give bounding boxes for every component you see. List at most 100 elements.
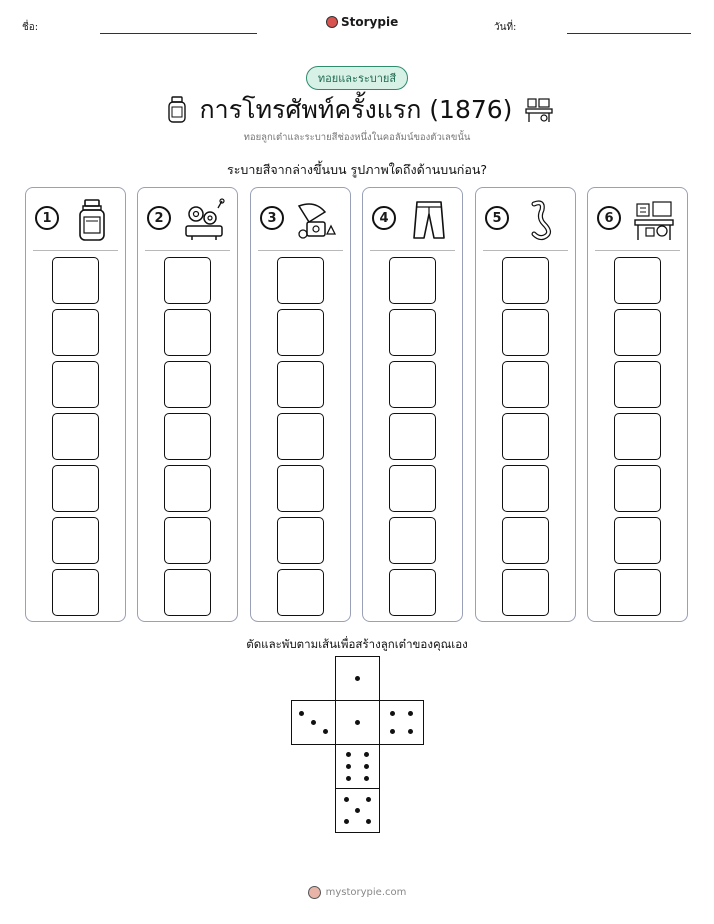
footer-url[interactable]: mystorypie.com xyxy=(325,887,407,898)
color-box[interactable] xyxy=(277,569,324,616)
column-header: 1 xyxy=(26,188,125,251)
column-divider xyxy=(595,250,680,251)
color-box[interactable] xyxy=(164,309,211,356)
color-box[interactable] xyxy=(389,413,436,460)
name-line[interactable] xyxy=(100,33,257,34)
color-box[interactable] xyxy=(389,569,436,616)
column-number: 5 xyxy=(485,206,509,230)
dice-face-1 xyxy=(335,700,380,745)
dice-pip xyxy=(363,764,369,769)
gears-machine-icon xyxy=(185,198,225,240)
color-box[interactable] xyxy=(389,309,436,356)
column-header: 6 xyxy=(588,188,687,251)
color-box[interactable] xyxy=(164,569,211,616)
name-label: ชื่อ: xyxy=(22,22,39,33)
color-box[interactable] xyxy=(52,361,99,408)
storypie-footer-icon xyxy=(307,886,321,899)
column-3: 3 xyxy=(250,187,351,622)
color-box[interactable] xyxy=(502,257,549,304)
workshop-desk-icon xyxy=(634,201,674,240)
color-box[interactable] xyxy=(614,517,661,564)
jar-icon xyxy=(167,96,186,123)
color-box[interactable] xyxy=(502,413,549,460)
dice-pip xyxy=(355,720,360,725)
color-box[interactable] xyxy=(389,257,436,304)
dice-pip xyxy=(311,720,316,725)
brand-logo: Storypie xyxy=(326,15,398,29)
dice-pip xyxy=(365,818,371,824)
column-divider xyxy=(370,250,455,251)
workshop-icon xyxy=(525,98,554,122)
date-label: วันที่: xyxy=(494,22,517,33)
column-5: 5 xyxy=(475,187,576,622)
glass-jar-icon xyxy=(79,199,105,241)
color-box[interactable] xyxy=(277,465,324,512)
footer: mystorypie.com xyxy=(0,886,714,899)
color-box[interactable] xyxy=(502,465,549,512)
column-header: 5 xyxy=(476,188,575,251)
column-header: 4 xyxy=(363,188,462,251)
dice-pip xyxy=(344,818,350,824)
dice-face-3 xyxy=(291,700,336,745)
color-box[interactable] xyxy=(52,465,99,512)
color-box[interactable] xyxy=(614,361,661,408)
color-box[interactable] xyxy=(52,569,99,616)
activity-badge: ทอยและระบายสี xyxy=(306,66,408,90)
color-box[interactable] xyxy=(164,517,211,564)
dice-face-4 xyxy=(379,700,424,745)
color-box[interactable] xyxy=(277,517,324,564)
column-number: 2 xyxy=(147,206,171,230)
trousers-icon xyxy=(413,201,445,239)
column-divider xyxy=(258,250,343,251)
color-box[interactable] xyxy=(389,517,436,564)
color-box[interactable] xyxy=(52,413,99,460)
color-box[interactable] xyxy=(502,569,549,616)
color-box[interactable] xyxy=(389,361,436,408)
color-box[interactable] xyxy=(502,361,549,408)
dice-pip xyxy=(389,729,395,735)
dice-pip xyxy=(408,729,414,735)
column-1: 1 xyxy=(25,187,126,622)
color-box[interactable] xyxy=(277,257,324,304)
dice-pip xyxy=(346,764,352,769)
color-box[interactable] xyxy=(277,413,324,460)
color-box[interactable] xyxy=(502,309,549,356)
page-title: การโทรศัพท์ครั้งแรก (1876) xyxy=(199,95,513,124)
color-box[interactable] xyxy=(52,257,99,304)
color-box[interactable] xyxy=(164,465,211,512)
subtitle: ทอยลูกเต๋าและระบายสีช่องหนึ่งในคอลัมน์ขอ… xyxy=(243,132,471,143)
brand-name: Storypie xyxy=(341,15,399,29)
dice-pip xyxy=(355,808,360,813)
dice-pip xyxy=(363,751,369,757)
dice-pip xyxy=(344,797,350,803)
dice-pip xyxy=(363,776,369,782)
color-box[interactable] xyxy=(277,361,324,408)
dice-pip xyxy=(323,729,329,735)
color-box[interactable] xyxy=(502,517,549,564)
column-number: 4 xyxy=(372,206,396,230)
dice-face-6 xyxy=(335,744,380,789)
page-title-row: การโทรศัพท์ครั้งแรก (1876) xyxy=(150,92,570,128)
color-box[interactable] xyxy=(277,309,324,356)
color-box[interactable] xyxy=(614,465,661,512)
question: ระบายสีจากล่างขึ้นบน รูปภาพใดถึงด้านบนก่… xyxy=(226,162,488,177)
color-box[interactable] xyxy=(614,257,661,304)
color-box[interactable] xyxy=(164,257,211,304)
color-box[interactable] xyxy=(389,465,436,512)
column-header: 3 xyxy=(251,188,350,251)
date-line[interactable] xyxy=(567,33,691,34)
color-box[interactable] xyxy=(52,309,99,356)
color-box[interactable] xyxy=(614,413,661,460)
column-divider xyxy=(33,250,118,251)
color-box[interactable] xyxy=(164,413,211,460)
dice-face-1 xyxy=(335,656,380,701)
dice-pip xyxy=(346,751,352,757)
color-box[interactable] xyxy=(614,309,661,356)
dice-pip xyxy=(298,710,304,716)
color-box[interactable] xyxy=(164,361,211,408)
color-box[interactable] xyxy=(614,569,661,616)
color-box[interactable] xyxy=(52,517,99,564)
storypie-logo-icon xyxy=(326,16,338,28)
dice-pip xyxy=(389,710,395,716)
column-header: 2 xyxy=(138,188,237,251)
